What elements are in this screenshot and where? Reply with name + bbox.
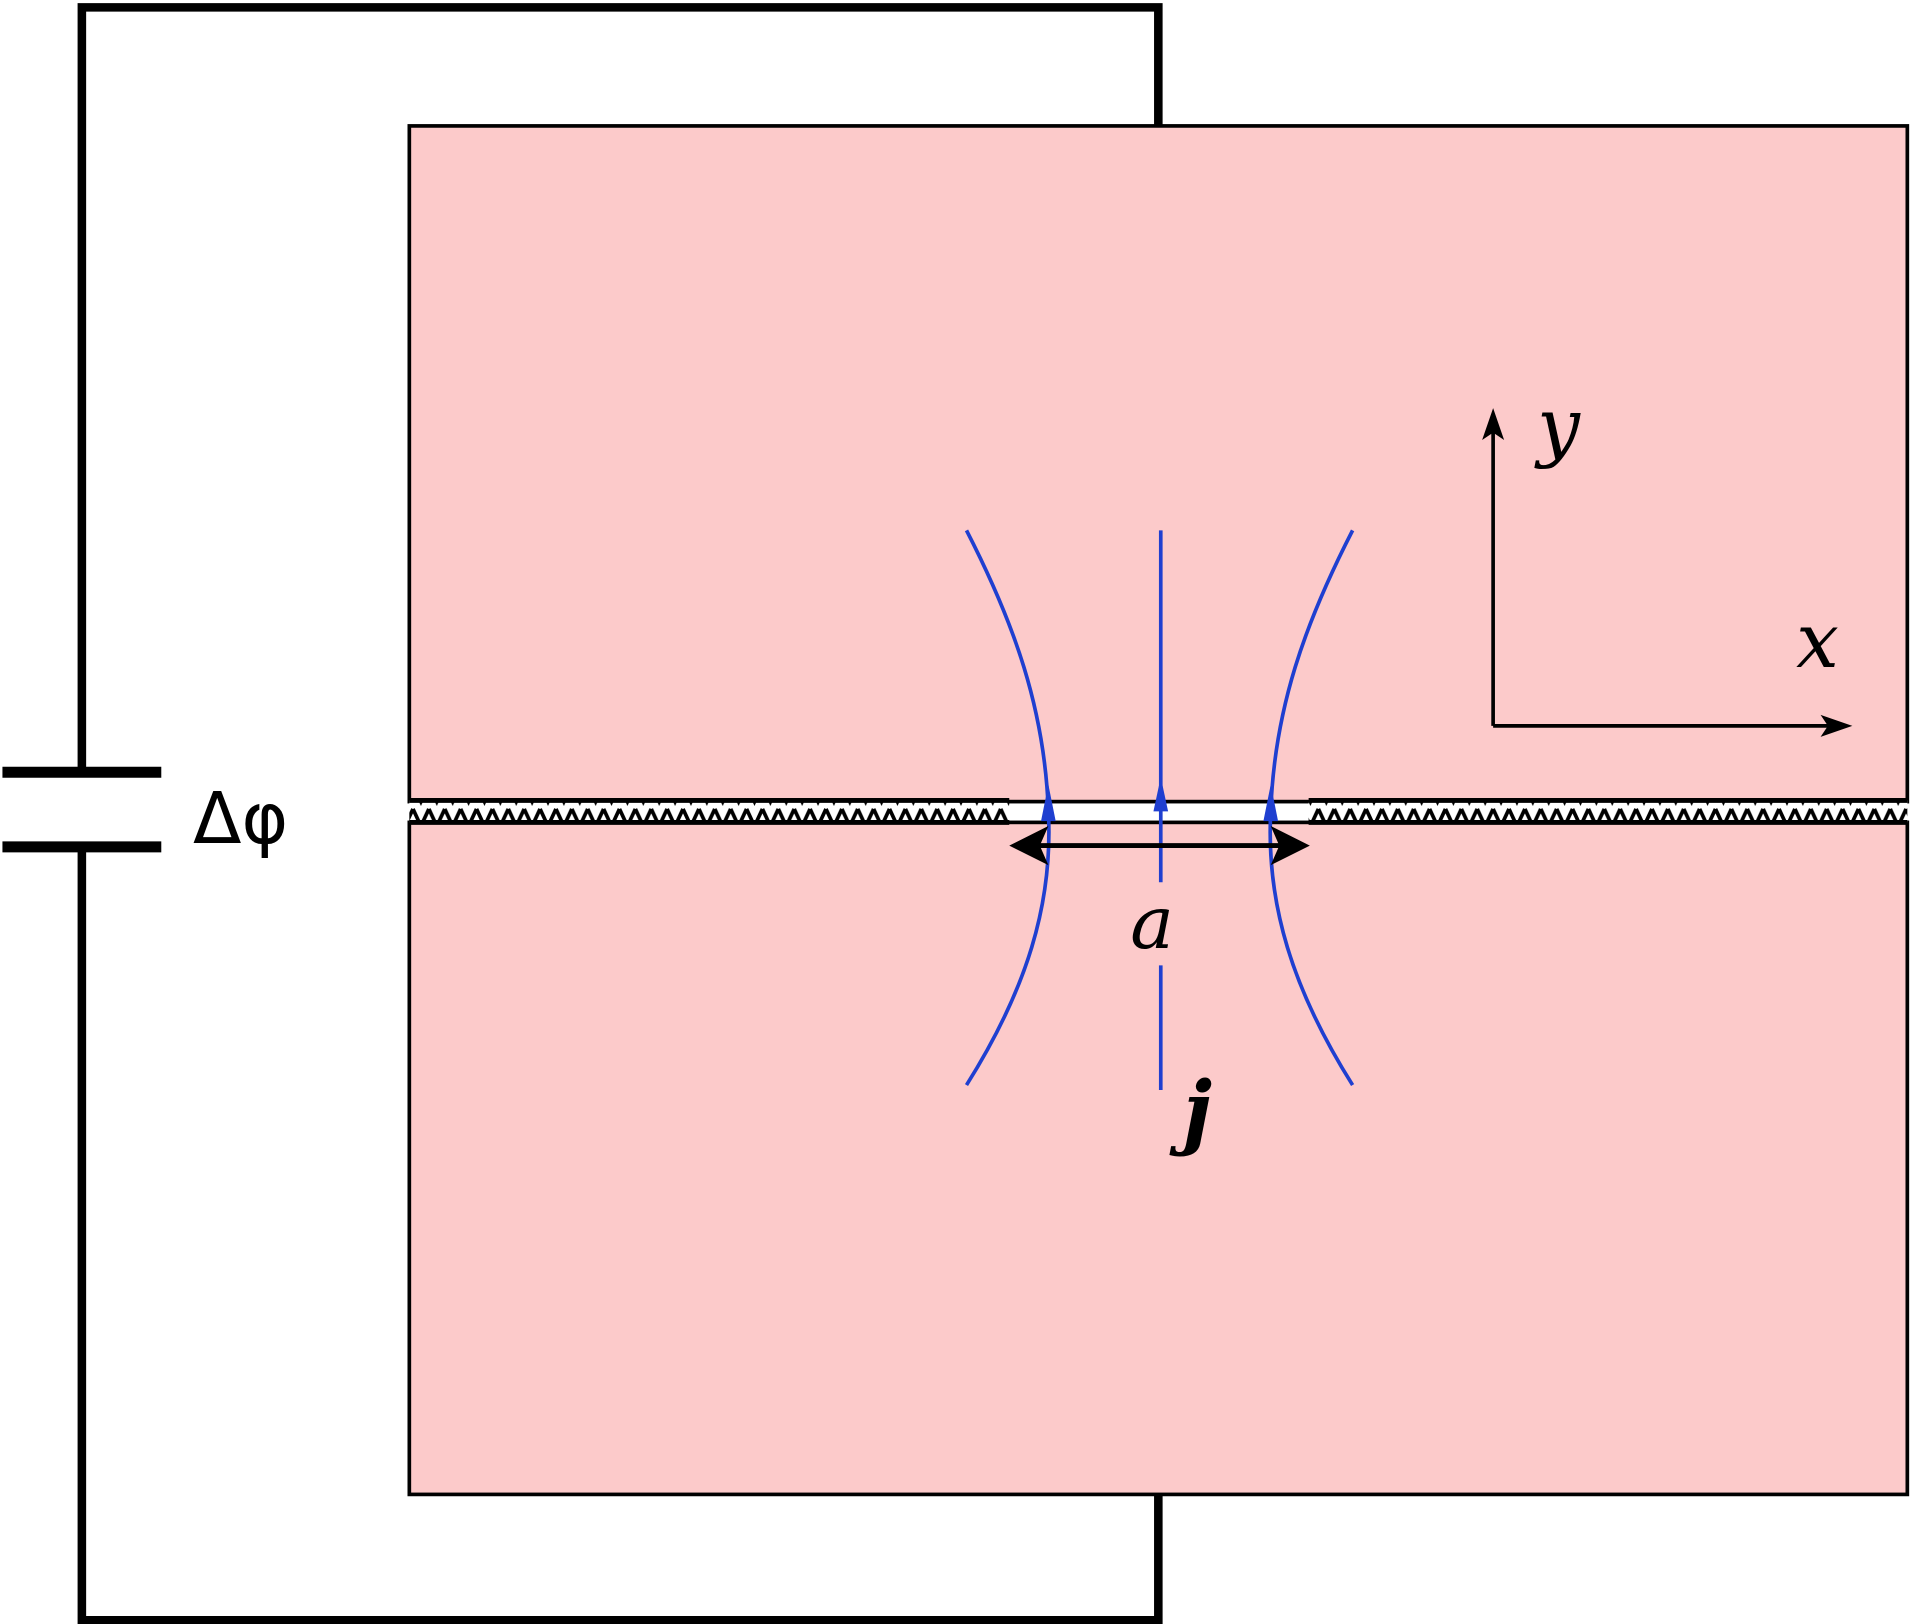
potential-label: Δφ [193,777,288,860]
x-axis-arrow-icon [1820,714,1853,737]
lower-conductor [407,820,1910,1497]
y-axis-label: y [1534,382,1581,470]
upper-conductor [407,124,1910,804]
insulating-barrier [409,797,1908,825]
y-axis-arrow-icon [1482,408,1505,440]
aperture-width-arrow [1009,826,1310,866]
voltage-source-icon [2,766,162,853]
coordinate-axes [1482,408,1853,737]
circuit-wire [77,3,1163,1624]
x-axis-label: x [1796,597,1839,685]
aperture-label: a [1130,881,1174,966]
current-arrowheads [1041,777,1279,822]
